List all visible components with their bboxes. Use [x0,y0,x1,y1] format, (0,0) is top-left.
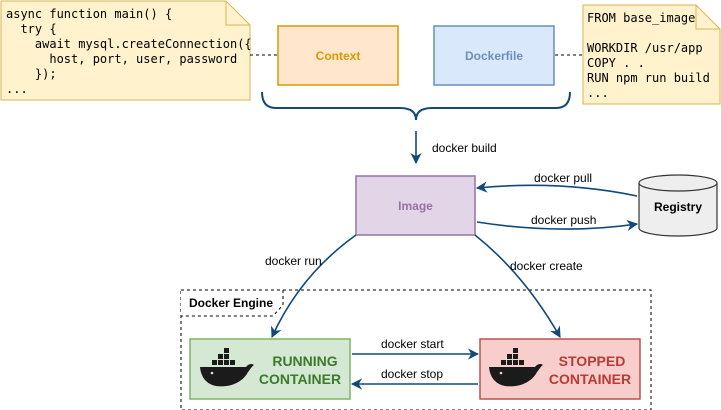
running-container-box: RUNNING CONTAINER [189,338,351,400]
dockerfile-line: COPY . . [587,56,645,70]
stopped-label-line2: CONTAINER [549,371,631,387]
stopped-label-line1: STOPPED [559,353,626,369]
push-label: docker push [531,213,596,227]
registry-label: Registry [654,200,702,214]
create-arrow [474,234,561,338]
stopped-container-box: STOPPED CONTAINER [479,338,641,400]
dockerfile-line: WORKDIR /usr/app [587,41,703,55]
code-note-left: async function main() { try { await mysq… [0,0,252,101]
pull-arrow [475,181,638,197]
code-line: try { [6,22,57,36]
docker-whale-icon [489,348,543,387]
image-box: Image [355,175,476,236]
create-label: docker create [510,259,583,273]
code-line: await mysql.createConnection({ [6,37,252,51]
docker-whale-icon [200,348,254,387]
docker-engine-label: Docker Engine [189,296,273,310]
code-line: async function main() { [6,7,172,21]
start-label: docker start [381,337,444,351]
run-arrow [271,234,357,339]
build-label: docker build [432,141,497,155]
dockerfile-box: Dockerfile [433,25,555,86]
code-line: ... [6,82,28,96]
context-label: Context [316,49,361,63]
dockerfile-line: ... [587,86,609,100]
code-line: host, port, user, password [6,52,237,66]
pull-label: docker pull [534,171,592,185]
dockerfile-line: FROM base_image [587,11,695,25]
registry-cylinder: Registry [638,174,718,237]
run-label: docker run [265,254,322,268]
docker-engine-region [180,289,652,410]
running-label-line2: CONTAINER [259,371,341,387]
running-label-line1: RUNNING [272,353,337,369]
image-label: Image [398,199,433,213]
docker-engine-tab [181,289,284,317]
code-note-right: FROM base_image WORKDIR /usr/app COPY . … [582,4,721,105]
build-context-brace [261,91,571,121]
push-arrow [476,219,639,231]
stop-label: docker stop [381,367,443,381]
code-line: }); [6,67,57,81]
context-box: Context [277,25,399,86]
dockerfile-line: RUN npm run build [587,71,710,85]
dockerfile-label: Dockerfile [465,49,523,63]
